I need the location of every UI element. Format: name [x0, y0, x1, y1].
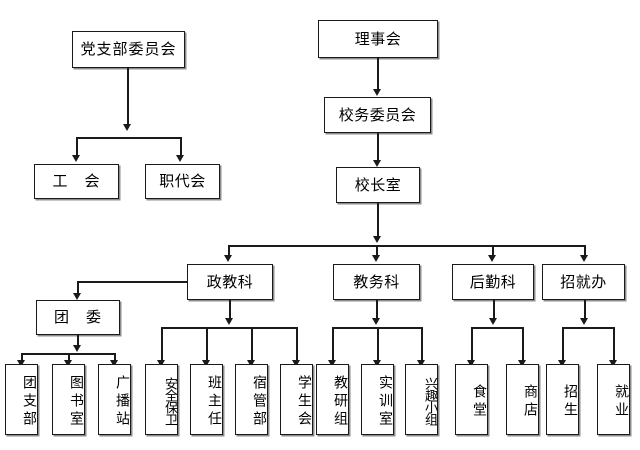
connector-logistics-to-bar [493, 300, 495, 322]
arrow-academic-affairs [372, 255, 380, 262]
connector-drop-logistics [492, 245, 494, 257]
connector-board-to-committee [377, 58, 379, 90]
node-moral-education-dept: 政教科 [187, 264, 273, 300]
connector-bar-party-children [76, 137, 181, 139]
arrow-labor-union [72, 155, 80, 162]
connector-drop-dormitory-dept [251, 327, 253, 362]
node-library: 图书室 [52, 364, 85, 435]
arrow-logistics [488, 255, 496, 262]
node-broadcast-station: 广播站 [98, 364, 131, 435]
connector-bar-departments [228, 245, 585, 247]
connector-drop-teaching-research-group [332, 327, 334, 362]
node-canteen: 食堂 [455, 364, 488, 435]
arrow-league-to-bar [73, 345, 81, 352]
arrow-board-to-committee [373, 89, 381, 96]
connector-drop-admissions-office [584, 245, 586, 257]
node-teaching-research-group: 教研组 [316, 364, 349, 435]
node-principal-office: 校长室 [336, 167, 420, 203]
arrow-training-room [373, 360, 381, 367]
arrow-academic-affairs-to-bar [372, 318, 380, 325]
connector-drop-academic-affairs [376, 245, 378, 257]
connector-bar-admissions-office-children [562, 327, 614, 329]
connector-drop-training-room [377, 327, 379, 362]
node-party-committee: 党支部委员会 [72, 31, 185, 68]
arrow-admissions-office-to-bar [580, 318, 588, 325]
node-logistics-dept: 后勤科 [452, 264, 534, 300]
node-admissions: 招生 [546, 364, 579, 435]
connector-drop-security-guard [161, 327, 163, 362]
connector-bar-logistics-children [471, 327, 523, 329]
arrow-shop [518, 360, 526, 367]
arrow-moral-education-to-bar [225, 318, 233, 325]
node-interest-group: 兴趣小组 [405, 364, 438, 435]
arrow-class-teacher [202, 360, 210, 367]
arrow-logistics-to-bar [489, 318, 497, 325]
node-security-guard: 安全保卫 [145, 364, 178, 435]
arrow-admissions-office [580, 255, 588, 262]
node-dormitory-dept: 宿管部 [235, 364, 268, 435]
arrow-admissions [558, 360, 566, 367]
connector-drop-workers-congress [180, 137, 182, 157]
arrow-canteen [467, 360, 475, 367]
connector-admissions-office-to-bar [584, 300, 586, 322]
arrow-moral-education [224, 255, 232, 262]
arrow-league-branch [17, 360, 25, 367]
node-employment: 就业 [597, 364, 630, 435]
node-admissions-employment-office: 招就办 [542, 264, 625, 300]
connector-drop-labor-union [76, 137, 78, 157]
connector-drop-employment [613, 327, 615, 362]
node-student-union: 学生会 [280, 364, 313, 435]
connector-drop-moral-education [228, 245, 230, 257]
node-labor-union: 工 会 [34, 164, 119, 199]
arrow-broadcast-station [110, 360, 118, 367]
connector-bar-moral-education-children [161, 327, 296, 329]
arrow-teaching-research-group [328, 360, 336, 367]
connector-principal-to-bar [377, 203, 379, 240]
arrow-employment [609, 360, 617, 367]
arrow-principal-to-bar [373, 236, 381, 243]
connector-drop-canteen [471, 327, 473, 362]
node-youth-league-committee: 团 委 [36, 300, 120, 335]
arrow-workers-congress [176, 155, 184, 162]
node-school-affairs-committee: 校务委员会 [324, 97, 431, 133]
node-league-branch: 团支部 [5, 364, 38, 435]
arrow-dormitory-dept [247, 360, 255, 367]
connector-drop-library [68, 353, 70, 362]
connector-drop-class-teacher [206, 327, 208, 362]
arrow-student-union [292, 360, 300, 367]
connector-drop-shop [522, 327, 524, 362]
connector-drop-student-union [296, 327, 298, 362]
arrow-interest-group [417, 360, 425, 367]
arrow-library [64, 360, 72, 367]
connector-drop-interest-group [421, 327, 423, 362]
node-workers-congress: 职代会 [145, 164, 220, 199]
connector-committee-to-principal [377, 133, 379, 161]
node-training-room: 实训室 [361, 364, 394, 435]
connector-drop-league-committee [77, 281, 79, 295]
connector-drop-league-branch [21, 353, 23, 362]
connector-drop-admissions [562, 327, 564, 362]
node-shop: 商店 [506, 364, 539, 435]
node-board-of-directors: 理事会 [318, 20, 438, 58]
arrow-league-committee [73, 293, 81, 300]
arrow-security-guard [157, 360, 165, 367]
arrow-party-to-bar [123, 124, 131, 131]
node-class-teacher: 班主任 [190, 364, 223, 435]
connector-league-to-bar [77, 335, 79, 348]
connector-academic-affairs-to-bar [376, 300, 378, 322]
connector-drop-broadcast-station [114, 353, 116, 362]
arrow-committee-to-principal [373, 160, 381, 167]
connector-moral-education-to-league [77, 281, 188, 283]
connector-party-to-bar [127, 68, 129, 128]
node-academic-affairs-dept: 教务科 [333, 264, 420, 300]
connector-moral-education-to-bar [229, 300, 231, 322]
